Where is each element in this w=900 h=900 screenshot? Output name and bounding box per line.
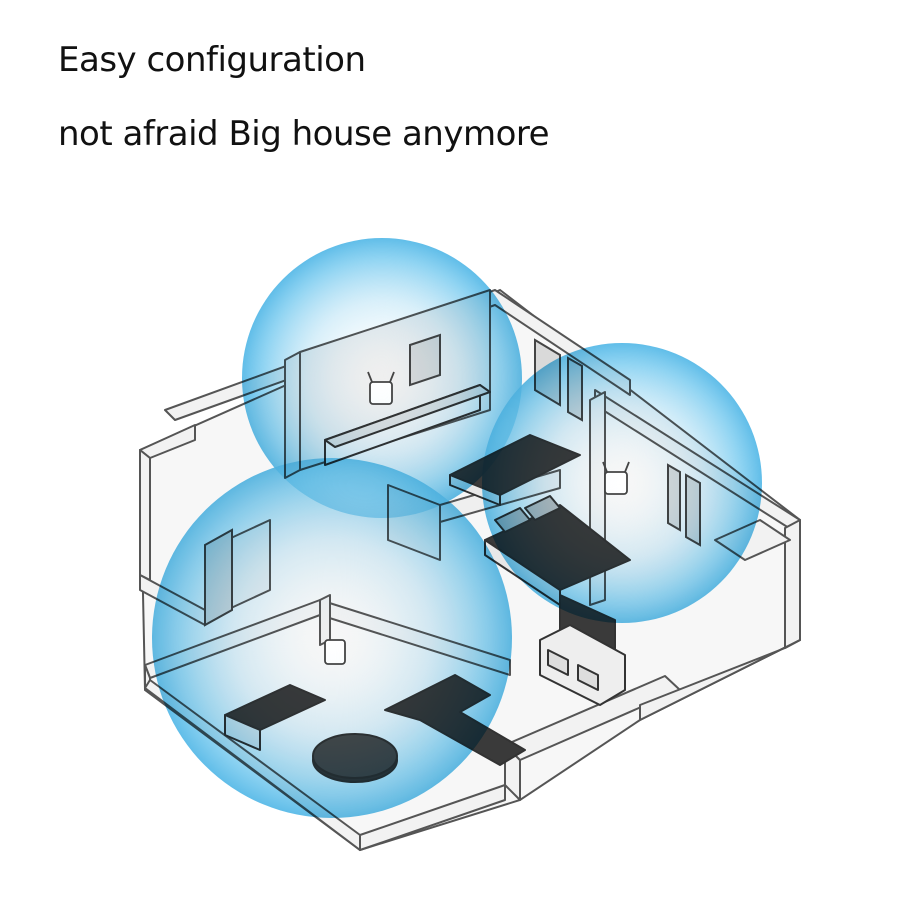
coverage-bubble xyxy=(242,238,522,518)
coverage-bubbles xyxy=(152,238,762,818)
coverage-bubble xyxy=(482,343,762,623)
coverage-bubble xyxy=(152,458,512,818)
headline-line-2: not afraid Big house anymore xyxy=(58,114,550,154)
headline-line-1: Easy configuration xyxy=(58,40,366,80)
